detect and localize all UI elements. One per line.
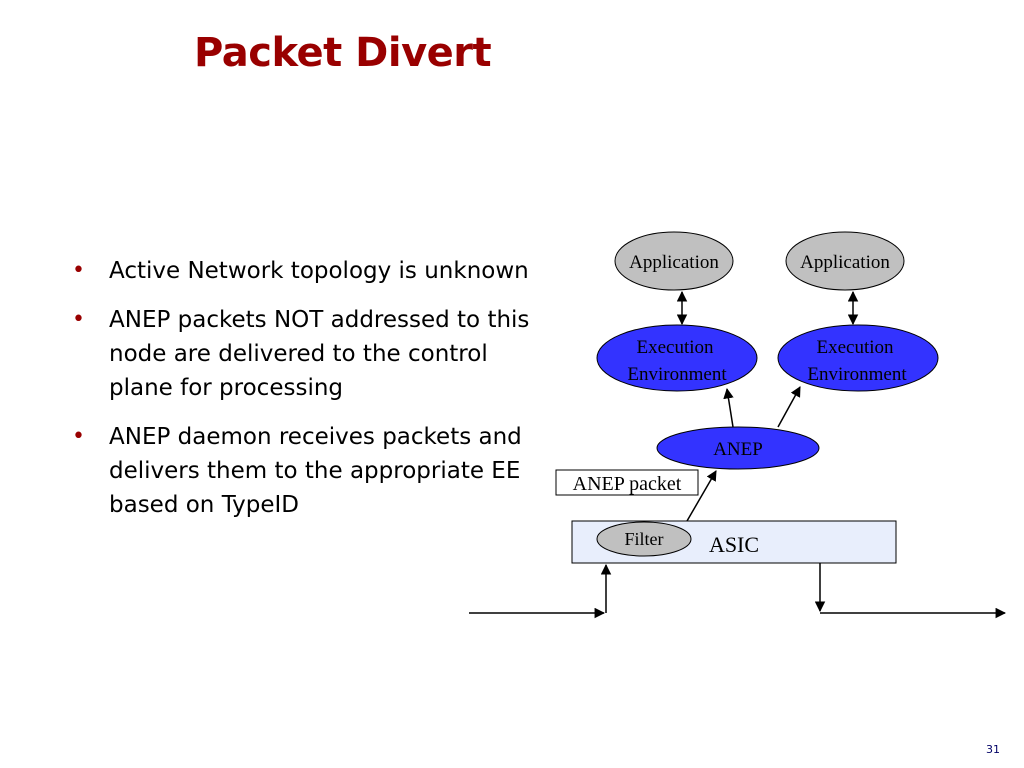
bullet-item: • Active Network topology is unknown: [72, 254, 542, 288]
bullet-dot-icon: •: [72, 258, 85, 283]
application-left-label: Application: [629, 252, 719, 273]
bullet-list: • Active Network topology is unknown • A…: [72, 254, 542, 537]
application-node-left: Application: [614, 231, 734, 291]
bullet-text: ANEP packets NOT addressed to this node …: [109, 307, 530, 401]
execution-environment-right: Execution Environment: [777, 324, 939, 392]
execution-environment-left: Execution Environment: [596, 324, 758, 392]
bullet-dot-icon: •: [72, 424, 85, 449]
bullet-text: ANEP daemon receives packets and deliver…: [109, 424, 522, 518]
asic-to-anep-arrow: [686, 470, 717, 522]
bullet-text: Active Network topology is unknown: [109, 258, 529, 284]
anep-label: ANEP: [713, 439, 763, 460]
anep-packet-label-box: ANEP packet: [555, 469, 699, 496]
application-right-label: Application: [800, 252, 890, 273]
bullet-item: • ANEP packets NOT addressed to this nod…: [72, 303, 542, 405]
ee-right-line1: Execution: [816, 337, 894, 358]
filter-label: Filter: [625, 529, 664, 549]
anep-packet-label: ANEP packet: [573, 473, 682, 495]
application-node-right: Application: [785, 231, 905, 291]
filter-node: Filter: [596, 521, 692, 557]
anep-node: ANEP: [656, 426, 820, 470]
ee-right-line2: Environment: [807, 364, 907, 385]
anep-to-ee-left-arrow: [723, 387, 734, 428]
anep-to-ee-right-arrow: [777, 386, 801, 428]
page-number: 31: [986, 743, 1000, 756]
bullet-item: • ANEP daemon receives packets and deliv…: [72, 420, 542, 522]
bullet-dot-icon: •: [72, 307, 85, 332]
ee-left-line1: Execution: [636, 337, 714, 358]
slide-title: Packet Divert: [194, 30, 492, 76]
ee-left-line2: Environment: [627, 364, 727, 385]
asic-label: ASIC: [709, 532, 759, 557]
